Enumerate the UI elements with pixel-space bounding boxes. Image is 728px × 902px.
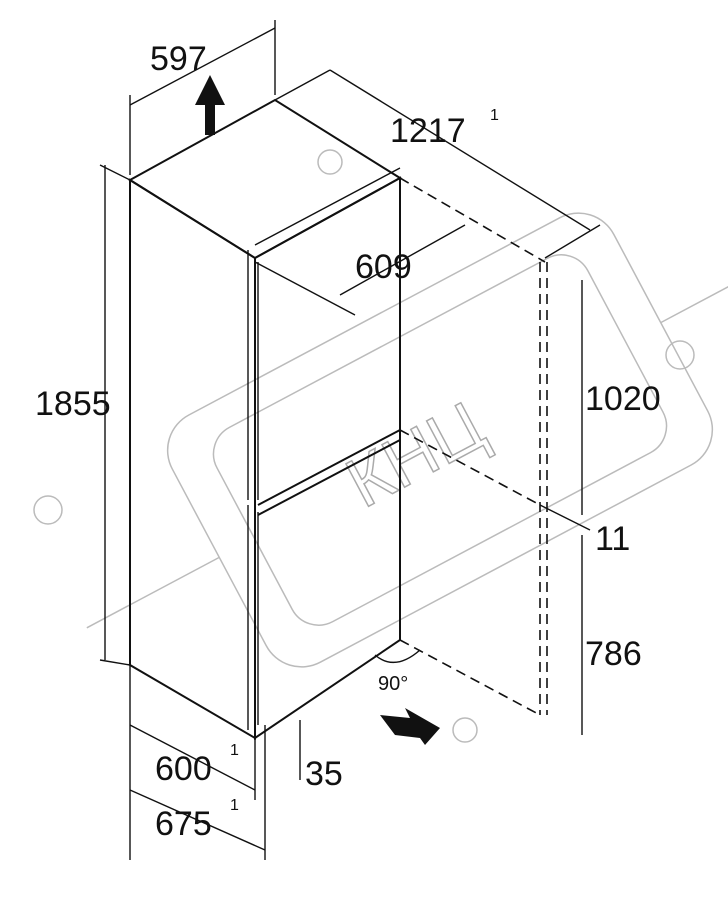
watermark-text: КНЦ <box>334 386 497 522</box>
width-label: 597 <box>150 40 207 78</box>
depth-675-note: 1 <box>230 797 239 814</box>
gap-label: 11 <box>595 520 630 558</box>
height-label: 1855 <box>35 385 111 423</box>
lower-height-label: 786 <box>585 635 642 673</box>
handle-depth-label: 35 <box>305 755 343 793</box>
door-angle-arc <box>374 649 421 663</box>
door-angle-label: 90° <box>378 673 408 695</box>
depth-675-label: 675 <box>155 805 212 843</box>
upper-height-label: 1020 <box>585 380 661 418</box>
depth-body-label: 609 <box>355 248 412 286</box>
open-door-outline <box>399 177 548 716</box>
depth-600-label: 600 <box>155 750 212 788</box>
front-airflow-arrow-icon <box>380 708 440 745</box>
depth-door-open-label: 1217 <box>390 112 466 150</box>
depth-door-open-note: 1 <box>490 107 499 124</box>
dimension-lines <box>99 20 601 860</box>
depth-600-note: 1 <box>230 742 239 759</box>
top-airflow-arrow-icon <box>195 75 225 135</box>
